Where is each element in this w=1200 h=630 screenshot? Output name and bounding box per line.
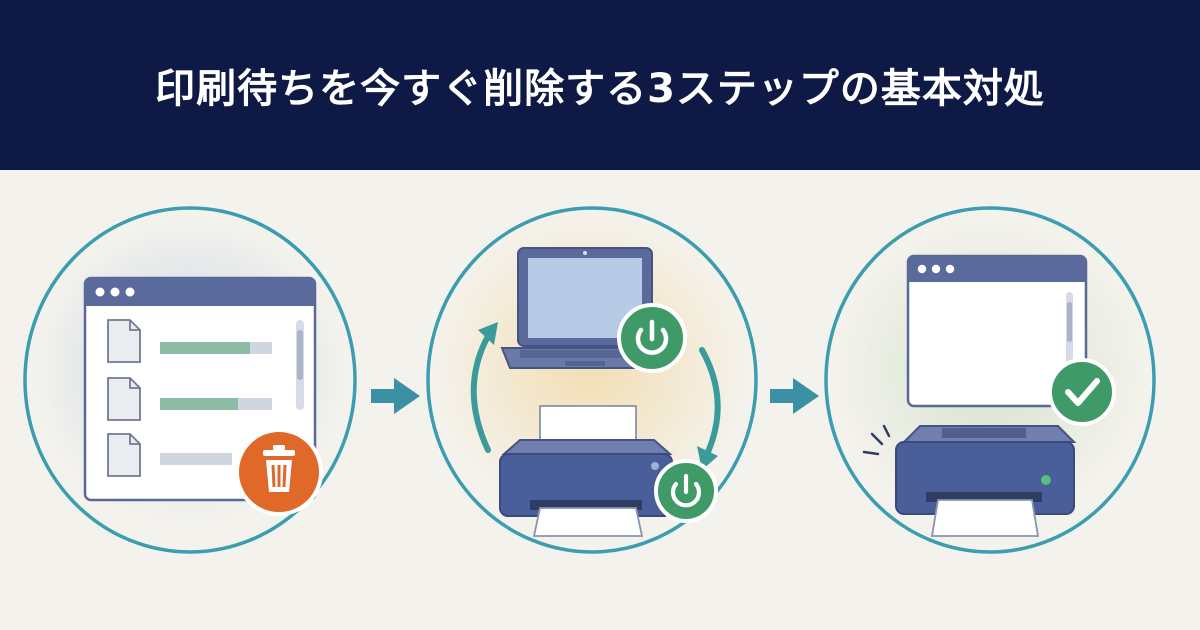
step-1 — [23, 206, 357, 554]
printer-icon — [499, 405, 673, 537]
document-icon — [107, 319, 141, 363]
check-icon — [1048, 358, 1116, 426]
step-2 — [426, 206, 758, 554]
power-icon — [617, 303, 687, 373]
step-3-circle — [824, 206, 1156, 554]
steps-svg — [23, 206, 1156, 554]
printer-icon — [895, 425, 1077, 537]
page-title: 印刷待ちを今すぐ削除する3ステップの基本対処 — [155, 66, 1045, 112]
step-3 — [824, 206, 1156, 554]
progress-bar-icon — [160, 453, 232, 465]
document-icon — [107, 433, 141, 477]
step-1-circle — [23, 206, 357, 554]
progress-bar-icon — [160, 342, 272, 354]
trash-icon — [235, 428, 323, 516]
progress-bar-icon — [160, 398, 272, 410]
document-icon — [107, 377, 141, 421]
step-2-circle — [426, 206, 758, 554]
motion-marks — [862, 424, 891, 456]
header-banner — [0, 0, 1200, 170]
next-step-arrow — [770, 378, 819, 414]
next-step-arrow — [371, 378, 420, 414]
steps-illustration — [0, 170, 1200, 630]
power-icon — [654, 459, 718, 523]
window-icon — [906, 254, 1088, 408]
